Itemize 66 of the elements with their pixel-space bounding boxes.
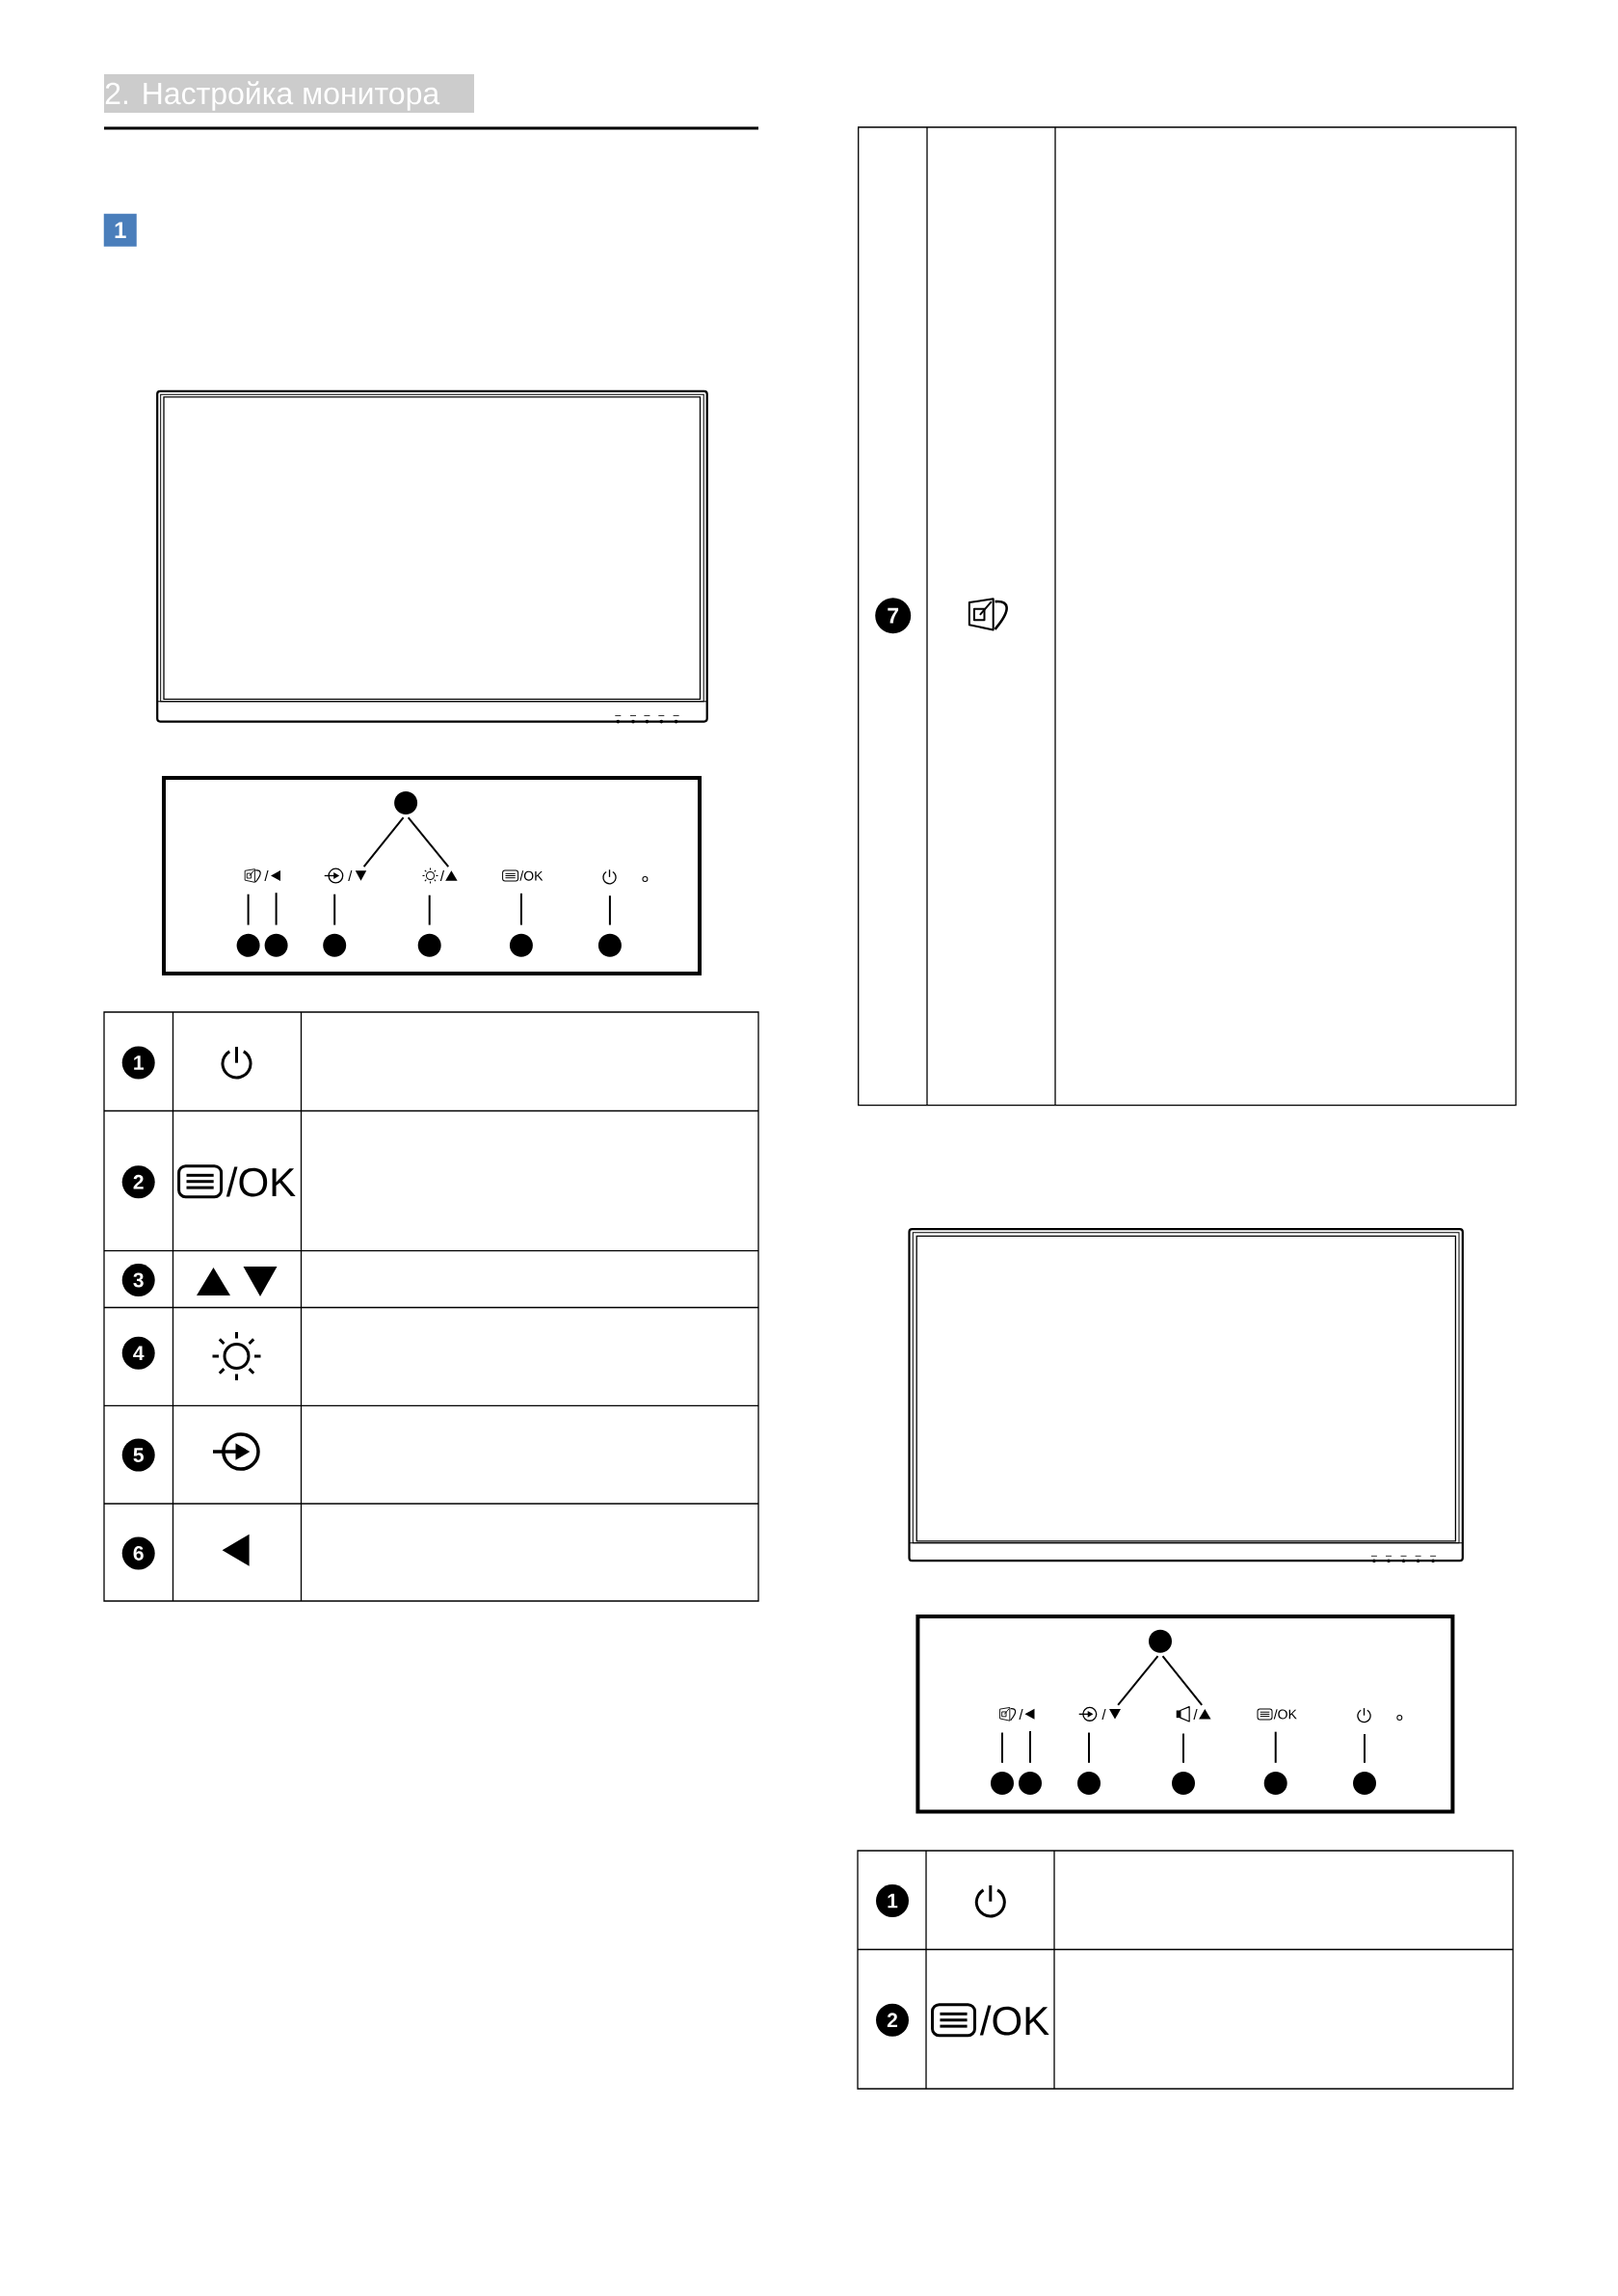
- power-icon: [602, 868, 617, 885]
- separator-slash: /: [439, 870, 444, 881]
- callout-dot: [509, 933, 533, 957]
- leader-line: [608, 894, 611, 926]
- callout-dot: [1353, 1772, 1376, 1795]
- button-label: /OK: [225, 1166, 296, 1197]
- callout-number: 4: [121, 1336, 155, 1370]
- frame-icon: [999, 1707, 1017, 1722]
- callout-number: 2: [876, 2003, 909, 2037]
- callout-number: 1: [876, 1884, 909, 1917]
- separator-slash: /: [348, 870, 353, 881]
- callout-dot: [1149, 1629, 1172, 1653]
- triangle-icon: [445, 870, 458, 881]
- separator-slash: /: [1193, 1708, 1198, 1720]
- leader-line: [1274, 1730, 1277, 1764]
- leader-line: [428, 894, 431, 926]
- leader-line: [407, 816, 450, 868]
- triangle-icon: [1109, 1709, 1121, 1720]
- speaker-icon: [1176, 1706, 1190, 1722]
- leader-line: [1182, 1732, 1184, 1764]
- leader-line: [1029, 1730, 1031, 1764]
- callout-dot: [597, 933, 622, 957]
- leader-line: [1364, 1733, 1366, 1764]
- callout-number: 7: [875, 598, 912, 634]
- callout-dot: [264, 933, 288, 957]
- separator-slash: /: [1101, 1708, 1106, 1720]
- button-label: /OK: [979, 2005, 1049, 2036]
- callout-dot: [394, 790, 418, 814]
- step-badge: 1: [103, 213, 137, 247]
- button-label: /OK: [519, 870, 544, 881]
- callout-number: 5: [121, 1438, 155, 1472]
- triangle-icon: [271, 870, 280, 881]
- triangle-icon: [1024, 1708, 1035, 1720]
- button-label: /OK: [1273, 1709, 1297, 1720]
- button-panel: [915, 1615, 1455, 1814]
- leader-line: [1001, 1731, 1003, 1764]
- callout-dot: [1263, 1772, 1287, 1795]
- callout-dot: [1019, 1772, 1042, 1795]
- leader-line: [1117, 1655, 1159, 1706]
- leader-line: [1088, 1731, 1090, 1764]
- frame-icon: [244, 868, 261, 883]
- button-panel: [162, 776, 702, 975]
- callout-dot: [1077, 1772, 1101, 1795]
- callout-number: 6: [121, 1536, 155, 1570]
- triangle-icon: [355, 870, 367, 881]
- callout-number: 1: [121, 1046, 155, 1080]
- callout-dot: [1172, 1772, 1195, 1795]
- input-icon: [1078, 1706, 1098, 1722]
- leader-line: [1161, 1655, 1204, 1706]
- input-icon: [324, 868, 344, 884]
- sun-icon: [422, 868, 438, 884]
- separator-slash: /: [1019, 1708, 1023, 1720]
- leader-line: [519, 892, 522, 926]
- callout-dot: [991, 1772, 1014, 1795]
- leader-line: [247, 893, 250, 926]
- callout-dot: [236, 933, 260, 957]
- separator-slash: /: [264, 870, 269, 881]
- callout-dot: [323, 933, 347, 957]
- leader-line: [362, 816, 405, 868]
- triangle-icon: [1199, 1709, 1211, 1720]
- callout-number: 3: [121, 1264, 155, 1296]
- callout-dot: [417, 933, 441, 957]
- power-icon: [1357, 1707, 1371, 1723]
- callout-number: 2: [121, 1165, 155, 1199]
- leader-line: [333, 893, 336, 926]
- leader-line: [275, 892, 278, 926]
